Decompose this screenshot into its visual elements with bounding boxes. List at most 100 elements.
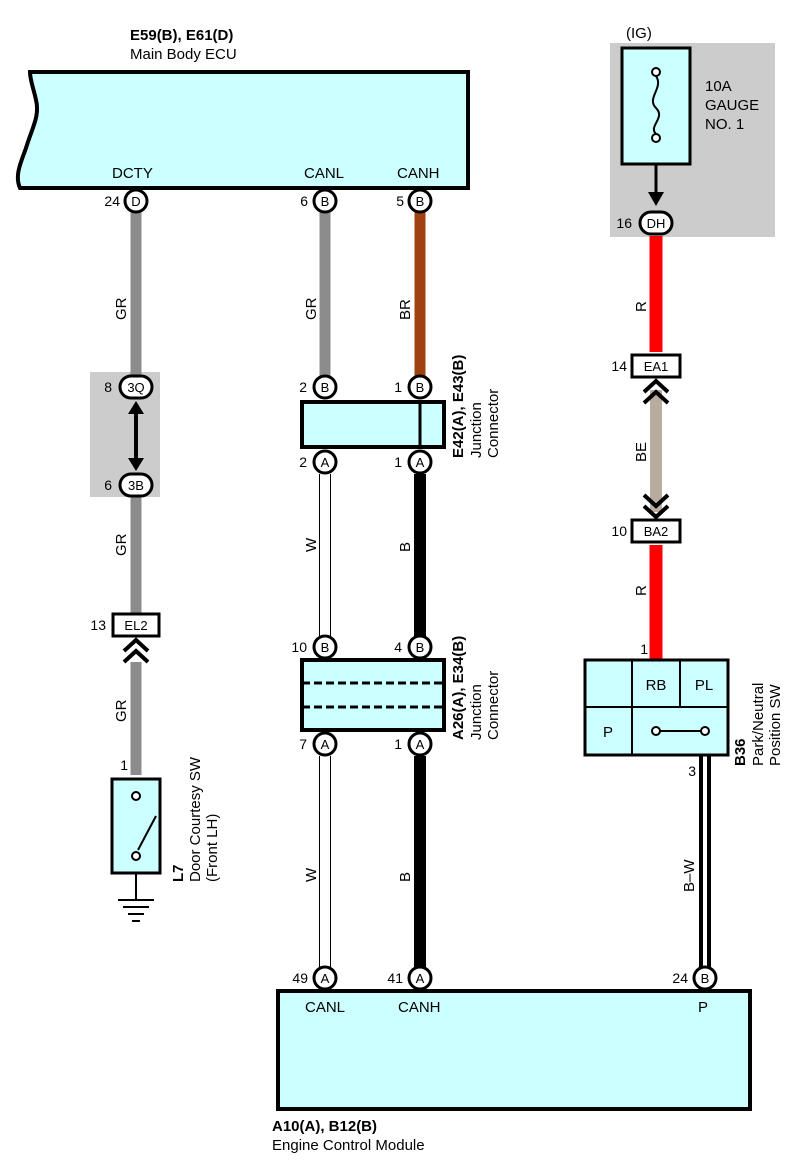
pnp-line1: Park/Neutral xyxy=(750,683,767,766)
wire-label-canh3: B xyxy=(397,872,414,882)
svg-text:5: 5 xyxy=(396,193,404,209)
ecu-term-canh: CANH xyxy=(397,165,440,182)
fuse-icon xyxy=(651,75,661,135)
ecm-box xyxy=(276,989,752,1111)
pnp-cell-pl: PL xyxy=(695,677,713,694)
svg-text:41: 41 xyxy=(387,970,403,986)
svg-text:EL2: EL2 xyxy=(124,618,147,633)
jc1-pin-bot-1: A 1 xyxy=(394,449,433,475)
wire-label-canh2: B xyxy=(397,542,414,552)
jc1-pin-top-1: B 1 xyxy=(394,374,433,400)
svg-text:A: A xyxy=(321,455,330,470)
ecm-name: Engine Control Module xyxy=(272,1137,425,1154)
svg-text:7: 7 xyxy=(299,736,307,752)
svg-text:2: 2 xyxy=(299,454,307,470)
svg-text:2: 2 xyxy=(299,379,307,395)
svg-text:A: A xyxy=(416,971,425,986)
wire-label-dcty2: GR xyxy=(113,533,130,556)
jc2-line2: Connector xyxy=(485,671,502,740)
svg-text:14: 14 xyxy=(611,358,627,374)
ecm-code: A10(A), B12(B) xyxy=(272,1118,377,1135)
ecu-term-canl: CANL xyxy=(304,165,344,182)
svg-text:EA1: EA1 xyxy=(644,359,669,374)
wire-label-canl2: W xyxy=(303,537,320,552)
ecu-name: Main Body ECU xyxy=(130,46,237,63)
arrow-up-icon xyxy=(128,401,144,414)
ecm-term-p: P xyxy=(698,999,708,1016)
chevron-up-icon xyxy=(642,378,670,405)
jc2-line1: Junction xyxy=(468,684,485,740)
svg-text:10: 10 xyxy=(611,523,627,539)
jc2-pin-bot-1: A 1 xyxy=(394,731,433,757)
svg-text:B: B xyxy=(416,194,425,209)
wire-label-ig3: R xyxy=(633,585,650,596)
wire-label-ig1: R xyxy=(633,301,650,312)
wires xyxy=(130,140,711,968)
wire-label-dcty3: GR xyxy=(113,699,130,722)
pnp-cell-p: P xyxy=(603,724,613,741)
switch-icon xyxy=(137,815,157,851)
svg-text:B: B xyxy=(416,380,425,395)
svg-text:49: 49 xyxy=(292,970,308,986)
ecm-pin-24: B 24 xyxy=(672,965,718,991)
svg-text:BA2: BA2 xyxy=(644,524,669,539)
svg-text:8: 8 xyxy=(104,379,112,395)
svg-text:B: B xyxy=(321,640,330,655)
ecm-pin-41: A 41 xyxy=(387,965,433,991)
svg-text:A: A xyxy=(416,455,425,470)
jc1-pin-top-2: B 2 xyxy=(299,374,338,400)
svg-text:B: B xyxy=(416,640,425,655)
svg-text:A: A xyxy=(416,737,425,752)
chevron-down-icon xyxy=(642,493,670,520)
svg-text:6: 6 xyxy=(300,193,308,209)
wire-label-canl3: W xyxy=(303,867,320,882)
jc1-line2: Connector xyxy=(485,389,502,458)
fuse-box xyxy=(620,46,692,166)
wire-label-dcty1: GR xyxy=(113,297,130,320)
connector-3b: 3B 6 xyxy=(104,472,154,498)
ecu-pin-6: B 6 xyxy=(300,188,338,214)
pnp-pin-top: 1 xyxy=(640,641,648,657)
svg-text:16: 16 xyxy=(616,215,632,231)
svg-text:B: B xyxy=(321,380,330,395)
svg-text:A: A xyxy=(321,971,330,986)
wire-label-ig2: BE xyxy=(633,442,650,462)
svg-text:24: 24 xyxy=(672,970,688,986)
connector-ba2: BA2 10 xyxy=(611,518,682,544)
fuse-ig-label: (IG) xyxy=(626,25,652,42)
ecm-term-canh: CANH xyxy=(398,999,441,1016)
svg-text:3Q: 3Q xyxy=(127,380,144,395)
svg-text:4: 4 xyxy=(394,639,402,655)
connector-3q: 3Q 8 xyxy=(104,374,154,400)
svg-text:24: 24 xyxy=(104,193,120,209)
jc1-code: E42(A), E43(B) xyxy=(450,355,467,458)
wire-label-pw: B–W xyxy=(681,859,698,892)
jc1-line1: Junction xyxy=(468,402,485,458)
svg-text:6: 6 xyxy=(104,477,112,493)
wire-label-canl1: GR xyxy=(303,297,320,320)
fuse-pin-dh: DH 16 xyxy=(616,210,674,236)
wire-label-canh1: BR xyxy=(397,299,414,320)
svg-text:10: 10 xyxy=(291,639,307,655)
chevron-up-icon xyxy=(122,637,150,664)
jc2-pin-bot-7: A 7 xyxy=(299,731,338,757)
door-sw-code: L7 xyxy=(170,864,187,882)
svg-text:A: A xyxy=(321,737,330,752)
jc2-code: A26(A), E34(B) xyxy=(450,636,467,740)
ecm-pin-49: A 49 xyxy=(292,965,338,991)
connector-ea1: EA1 14 xyxy=(611,353,682,379)
ecu-code: E59(B), E61(D) xyxy=(130,27,233,44)
ecu-pin-24: D 24 xyxy=(104,188,149,214)
door-sw-line2: (Front LH) xyxy=(204,814,221,882)
svg-text:13: 13 xyxy=(90,617,106,633)
svg-text:1: 1 xyxy=(394,379,402,395)
pnp-line2: Position SW xyxy=(767,683,784,766)
ecu-pin-5: B 5 xyxy=(396,188,433,214)
ecu-term-dcty: DCTY xyxy=(112,165,153,182)
arrow-down-icon xyxy=(128,458,144,471)
fuse-arrow-icon xyxy=(648,192,664,206)
svg-text:3B: 3B xyxy=(128,478,144,493)
ground-icon xyxy=(118,899,154,922)
svg-text:1: 1 xyxy=(394,454,402,470)
